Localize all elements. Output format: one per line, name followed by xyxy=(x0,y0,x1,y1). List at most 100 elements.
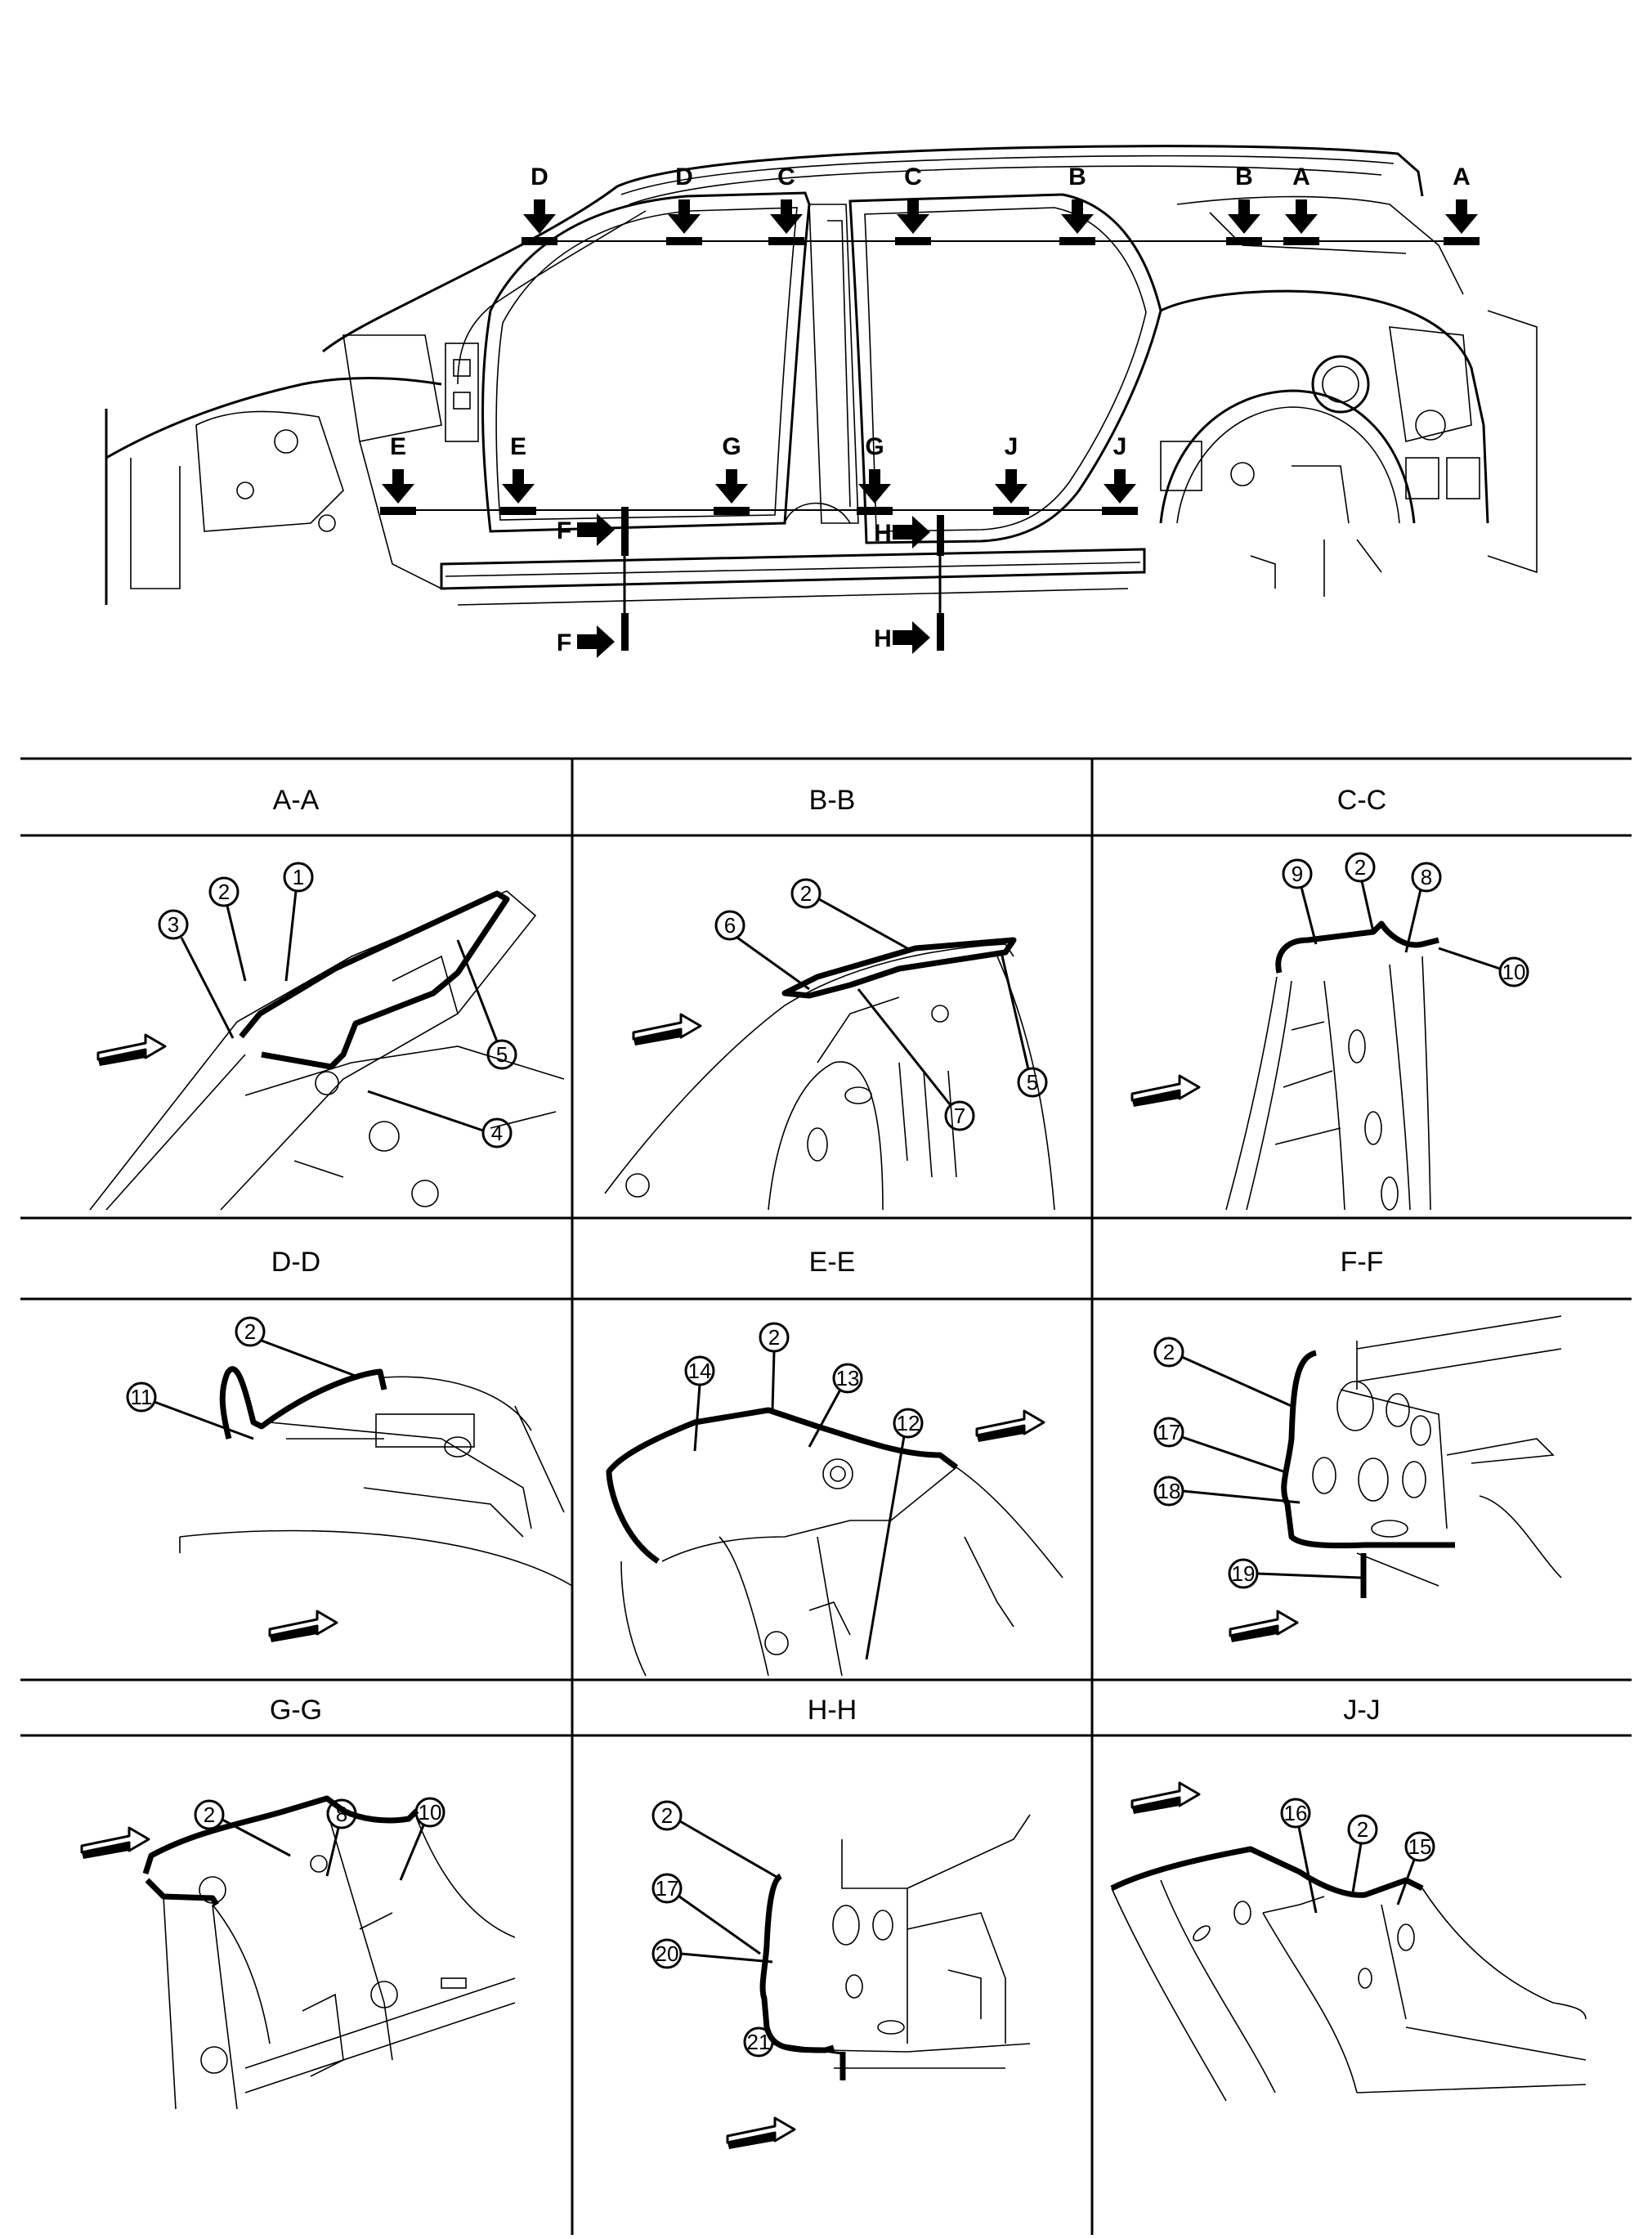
section-marker-e-left: E xyxy=(382,433,414,504)
svg-text:17: 17 xyxy=(656,1876,679,1901)
svg-text:4: 4 xyxy=(491,1121,503,1145)
section-aa-drawing: 1 2 3 4 5 xyxy=(89,862,565,1211)
svg-text:3: 3 xyxy=(168,912,179,937)
section-marker-d-right: D xyxy=(668,163,701,234)
callout-jj-15: 15 xyxy=(1396,1831,1435,1905)
callout-ee-14: 14 xyxy=(684,1355,715,1452)
svg-text:2: 2 xyxy=(661,1803,673,1828)
section-marker-j-left: J xyxy=(995,433,1027,504)
svg-text:2: 2 xyxy=(1354,855,1366,880)
section-jj-drawing: 16 2 15 xyxy=(1110,1781,1587,2102)
section-marker-h-bottom: H xyxy=(874,621,930,654)
callout-jj-16: 16 xyxy=(1280,1798,1318,1914)
svg-text:D: D xyxy=(675,163,693,190)
callout-gg-10: 10 xyxy=(399,1797,445,1881)
svg-text:B: B xyxy=(1235,163,1253,190)
svg-text:G: G xyxy=(865,433,884,460)
svg-text:6: 6 xyxy=(724,913,736,938)
section-cut-lines xyxy=(380,237,1480,651)
svg-text:2: 2 xyxy=(1357,1817,1368,1842)
callout-bb-5: 5 xyxy=(1000,952,1048,1098)
callout-gg-8: 8 xyxy=(325,1798,357,1877)
callout-ff-2: 2 xyxy=(1153,1337,1292,1408)
svg-text:11: 11 xyxy=(131,1385,153,1409)
svg-text:1: 1 xyxy=(293,865,304,889)
svg-text:10: 10 xyxy=(1502,960,1526,984)
callout-cc-2: 2 xyxy=(1345,852,1376,933)
svg-text:5: 5 xyxy=(1027,1070,1038,1095)
callout-bb-6: 6 xyxy=(714,910,810,991)
callout-bb-7: 7 xyxy=(857,988,975,1131)
callout-aa-3: 3 xyxy=(158,909,235,1039)
svg-text:C: C xyxy=(904,163,922,190)
section-ff-drawing: 2 17 18 19 xyxy=(1153,1315,1562,1644)
section-bb-drawing: 2 6 7 5 xyxy=(604,878,1055,1211)
svg-text:18: 18 xyxy=(1157,1479,1181,1503)
svg-text:A: A xyxy=(1292,163,1310,190)
section-gg-drawing: 2 8 10 xyxy=(80,1795,516,2110)
svg-text:10: 10 xyxy=(419,1800,442,1825)
callout-ff-17: 17 xyxy=(1153,1417,1284,1473)
svg-text:7: 7 xyxy=(954,1104,965,1128)
callout-cc-10: 10 xyxy=(1438,947,1529,987)
callout-ee-12: 12 xyxy=(865,1408,924,1660)
svg-text:2: 2 xyxy=(768,1325,780,1350)
section-ee-drawing: 2 14 13 12 xyxy=(606,1322,1063,1677)
callout-aa-1: 1 xyxy=(283,862,314,982)
svg-text:2: 2 xyxy=(218,880,230,904)
section-marker-f-top: F xyxy=(557,513,615,546)
section-marker-d-left: D xyxy=(523,163,556,234)
section-title-dd: D-D xyxy=(271,1247,320,1278)
section-grid xyxy=(20,757,1632,2235)
svg-text:2: 2 xyxy=(1163,1340,1175,1364)
section-cc-drawing: 9 2 8 10 xyxy=(1130,852,1529,1211)
svg-text:A: A xyxy=(1453,163,1471,190)
callout-hh-17: 17 xyxy=(651,1873,761,1955)
section-marker-f-bottom: F xyxy=(557,625,615,658)
callout-aa-2: 2 xyxy=(208,876,247,982)
section-hh-drawing: 2 17 20 21 xyxy=(651,1800,1031,2151)
callout-bb-2: 2 xyxy=(790,878,908,950)
section-marker-e-right: E xyxy=(502,433,535,504)
callout-jj-2: 2 xyxy=(1347,1814,1378,1893)
svg-text:15: 15 xyxy=(1408,1834,1432,1859)
section-marker-a-left: A xyxy=(1285,163,1318,234)
svg-text:H: H xyxy=(874,625,892,652)
section-marker-a-right: A xyxy=(1445,163,1478,234)
svg-text:9: 9 xyxy=(1292,862,1303,886)
callout-cc-8: 8 xyxy=(1404,862,1442,953)
section-marker-g-right: G xyxy=(858,433,891,504)
svg-text:2: 2 xyxy=(204,1802,215,1827)
svg-text:C: C xyxy=(777,163,795,190)
section-marker-h-top: H xyxy=(874,516,930,549)
section-title-ff: F-F xyxy=(1341,1247,1384,1278)
svg-text:J: J xyxy=(1113,433,1127,460)
svg-text:B: B xyxy=(1068,163,1086,190)
section-title-ee: E-E xyxy=(809,1247,856,1278)
section-marker-c-right: C xyxy=(897,163,929,234)
svg-text:G: G xyxy=(722,433,741,460)
svg-text:20: 20 xyxy=(656,1941,679,1966)
svg-text:13: 13 xyxy=(836,1366,860,1390)
svg-text:16: 16 xyxy=(1284,1801,1308,1825)
svg-text:F: F xyxy=(557,517,571,544)
callout-ee-13: 13 xyxy=(808,1363,863,1448)
section-title-gg: G-G xyxy=(270,1695,322,1726)
svg-text:D: D xyxy=(531,163,548,190)
svg-text:E: E xyxy=(390,433,406,460)
section-marker-b-right: B xyxy=(1228,163,1260,234)
svg-text:14: 14 xyxy=(688,1359,712,1383)
svg-text:17: 17 xyxy=(1157,1420,1181,1444)
svg-text:2: 2 xyxy=(800,881,812,906)
body-side-overview xyxy=(105,145,1538,606)
callout-dd-11: 11 xyxy=(126,1381,254,1440)
callout-ff-19: 19 xyxy=(1228,1558,1362,1589)
svg-text:J: J xyxy=(1005,433,1019,460)
callout-hh-21: 21 xyxy=(743,2026,843,2058)
svg-text:E: E xyxy=(510,433,526,460)
svg-text:8: 8 xyxy=(336,1802,347,1826)
section-title-hh: H-H xyxy=(808,1695,857,1726)
svg-text:H: H xyxy=(874,520,892,547)
section-title-jj: J-J xyxy=(1343,1695,1380,1726)
section-dd-drawing: 2 11 xyxy=(126,1316,573,1644)
